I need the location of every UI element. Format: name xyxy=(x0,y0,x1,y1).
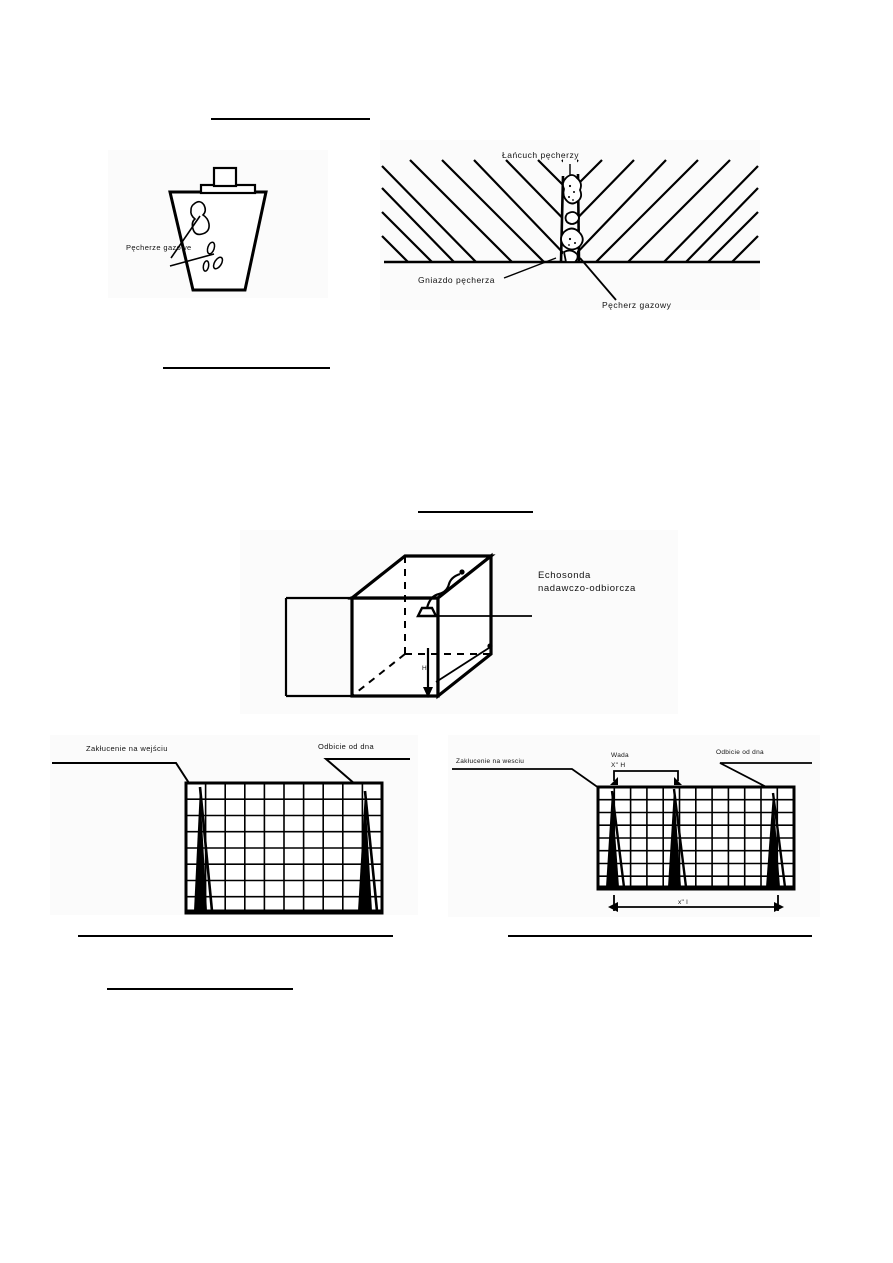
gas-bubble-small-3 xyxy=(202,260,210,272)
label-bubble-nest: Gniazdo pęcherza xyxy=(418,275,495,285)
full-span-arrow-right xyxy=(774,902,784,912)
leader-line-bubble-lower xyxy=(169,253,215,267)
figure-bubble-chain-weld: Łańcuch pęcherzy Gniazdo pęcherza Pęcher… xyxy=(380,140,760,310)
leader-line-entry-noise xyxy=(52,762,199,798)
figure-scope-with-defect: Zakłucenie na wesciu Wada X" H Odbicie o… xyxy=(448,735,820,917)
pulse-entry-echo xyxy=(606,791,619,887)
leader-line-gas-bubble xyxy=(579,257,617,301)
label-entry-noise: Zakłucenie na wesciu xyxy=(456,758,524,765)
echosounder-probe xyxy=(416,606,438,618)
rule-fourth-left xyxy=(78,935,393,937)
pulse-bottom-echo-tail xyxy=(771,792,787,888)
pulse-bottom-echo xyxy=(766,793,780,887)
leader-line-entry-noise xyxy=(452,768,607,794)
label-defect-line1: Wada xyxy=(611,752,629,759)
pulse-bottom-echo-tail xyxy=(363,790,379,912)
label-gas-bubbles: Pęcherze gazowe xyxy=(126,243,192,252)
label-bubble-chain: Łańcuch pęcherzy xyxy=(502,150,579,160)
figure-scope-no-defect: Zakłucenie na wejściu Odbicie od dna xyxy=(50,735,418,915)
thickness-arrow-head xyxy=(423,687,433,698)
gas-bubble-small-2 xyxy=(212,256,224,270)
label-entry-noise: Zakłucenie na wejściu xyxy=(86,744,168,753)
cable-connector xyxy=(459,569,465,575)
rule-fourth-right xyxy=(508,935,812,937)
pulse-entry-echo-tail xyxy=(198,786,214,912)
rule-top-heading xyxy=(211,118,370,120)
defect-bracket-arrow-right xyxy=(674,777,682,785)
ingot-mould-body xyxy=(168,190,268,292)
bubble-chain-blob-3 xyxy=(560,227,584,251)
leader-line-nest xyxy=(503,257,557,279)
defect-bracket-arrow-left xyxy=(610,777,618,785)
label-echosounder-line2: nadawczo-odbiorcza xyxy=(538,583,636,594)
full-span-arrow-left xyxy=(608,902,618,912)
bubble-speckle xyxy=(568,184,576,246)
label-full-span: x" l xyxy=(678,899,688,906)
pulse-entry-echo-tail xyxy=(610,790,626,888)
bubble-chain-blob-1 xyxy=(561,174,583,205)
rule-fifth-heading xyxy=(107,988,293,990)
pulse-defect-echo-tail xyxy=(672,788,688,888)
pulse-entry-echo xyxy=(194,787,207,911)
label-defect-line2: X" H xyxy=(611,762,625,769)
full-span-dimension-line xyxy=(613,895,779,911)
label-bottom-echo: Odbicie od dna xyxy=(318,742,374,751)
ingot-riser xyxy=(212,166,238,188)
block-hidden-edges xyxy=(351,556,491,697)
label-bottom-echo: Odbicie od dna xyxy=(716,749,764,756)
pulse-bottom-echo xyxy=(358,791,372,911)
leader-line-bottom-echo xyxy=(719,762,812,794)
label-echosounder-line1: Echosonda xyxy=(538,570,591,581)
bubble-nest xyxy=(562,249,579,263)
echosounder-cable xyxy=(425,572,461,609)
figure-gas-bubbles-ingot: Pęcherze gazowe xyxy=(108,150,328,298)
pulse-defect-echo xyxy=(668,789,681,887)
weld-wall-left xyxy=(559,175,565,263)
label-gas-bubble: Pęcherz gazowy xyxy=(602,300,672,310)
leader-line-bubble-upper xyxy=(170,215,201,259)
interior-ray xyxy=(435,645,493,683)
bubble-chain-blob-2 xyxy=(564,211,580,225)
label-thickness-h: H xyxy=(422,665,427,672)
defect-dimension-bracket xyxy=(613,770,679,781)
hatching-right xyxy=(577,159,759,262)
gas-bubble-small-1 xyxy=(206,241,216,255)
ray-endpoint xyxy=(487,643,493,649)
rule-second-heading xyxy=(163,367,330,369)
hatching-left xyxy=(381,159,563,262)
gas-bubble-large xyxy=(190,200,210,236)
rule-third-heading xyxy=(418,511,533,513)
figure-echosounder-block: Echosonda nadawczo-odbiorcza H xyxy=(240,530,678,714)
block-right-face xyxy=(436,552,493,700)
